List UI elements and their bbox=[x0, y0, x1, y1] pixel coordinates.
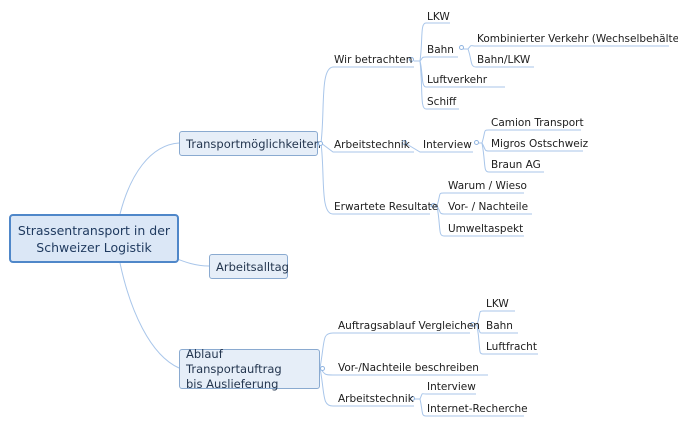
collapse-toggle-icon[interactable] bbox=[459, 45, 464, 50]
topic-migros-ostschweiz[interactable]: Migros Ostschweiz bbox=[491, 138, 589, 150]
topic-internet-recherche[interactable]: Internet-Recherche bbox=[427, 403, 528, 415]
topic-lkw[interactable]: LKW bbox=[427, 11, 450, 23]
edge-transport-resultate bbox=[320, 142, 430, 215]
topic-vor-nachteile-beschreiben[interactable]: Vor-/Nachteile beschreiben bbox=[338, 362, 479, 374]
root-title-line-1: Strassentransport in der bbox=[17, 222, 171, 238]
topic-ablauf-interview[interactable]: Interview bbox=[427, 381, 476, 393]
topic-luftfracht[interactable]: Luftfracht bbox=[486, 341, 537, 353]
root-topic[interactable]: Strassentransport in der Schweizer Logis… bbox=[9, 214, 179, 263]
topic-ablauf-arbeitstechnik[interactable]: Arbeitstechnik bbox=[338, 393, 414, 405]
edge-root-transport bbox=[119, 142, 180, 215]
topic-transportmoeglichkeiten-label: Transportmöglichkeiten bbox=[186, 136, 321, 151]
topic-ablauf-lkw[interactable]: LKW bbox=[486, 298, 509, 310]
topic-umweltaspekt[interactable]: Umweltaspekt bbox=[448, 223, 524, 235]
topic-erwartete-resultate[interactable]: Erwartete Resultate bbox=[334, 201, 439, 213]
topic-camion-transport[interactable]: Camion Transport bbox=[491, 117, 584, 129]
topic-arbeitsalltag-label: Arbeitsalltag bbox=[216, 259, 289, 274]
collapse-toggle-icon[interactable] bbox=[402, 140, 407, 145]
topic-vor-nachteile[interactable]: Vor- / Nachteile bbox=[448, 201, 529, 213]
edge-root-ablauf bbox=[119, 262, 180, 369]
collapse-toggle-icon[interactable] bbox=[320, 366, 325, 371]
topic-interview[interactable]: Interview bbox=[423, 139, 472, 151]
topic-luftverkehr[interactable]: Luftverkehr bbox=[427, 74, 488, 86]
topic-schiff[interactable]: Schiff bbox=[427, 96, 457, 108]
topic-braun-ag[interactable]: Braun AG bbox=[491, 159, 541, 171]
topic-ablauf-line-2: bis Auslieferung bbox=[186, 376, 279, 391]
collapse-toggle-icon[interactable] bbox=[470, 322, 475, 327]
collapse-toggle-icon[interactable] bbox=[410, 396, 415, 401]
collapse-toggle-icon[interactable] bbox=[431, 203, 436, 208]
edge-transport-wir bbox=[320, 66, 414, 144]
edge-transport-arbeitstechnik bbox=[320, 142, 414, 153]
topic-kombinierter-verkehr[interactable]: Kombinierter Verkehr (Wechselbehälter) bbox=[477, 33, 678, 45]
topic-ablauf-transportauftrag[interactable]: Ablauf Transportauftrag bis Auslieferung bbox=[179, 346, 320, 391]
topic-arbeitsalltag[interactable]: Arbeitsalltag bbox=[209, 254, 289, 279]
topic-ablauf-bahn[interactable]: Bahn bbox=[486, 320, 513, 332]
collapse-toggle-icon[interactable] bbox=[409, 57, 414, 62]
topic-arbeitstechnik[interactable]: Arbeitstechnik bbox=[334, 139, 410, 151]
topic-wir-betrachten[interactable]: Wir betrachten bbox=[334, 54, 413, 66]
topic-ablauf-line-1: Ablauf Transportauftrag bbox=[186, 346, 282, 376]
collapse-toggle-icon[interactable] bbox=[318, 141, 323, 146]
topic-auftragsablauf-vergleichen[interactable]: Auftragsablauf Vergleichen bbox=[338, 320, 480, 332]
collapse-toggle-icon[interactable] bbox=[474, 140, 479, 145]
topic-bahn[interactable]: Bahn bbox=[427, 44, 454, 56]
topic-warum-wieso[interactable]: Warum / Wieso bbox=[448, 180, 527, 192]
topic-bahn-lkw[interactable]: Bahn/LKW bbox=[477, 54, 531, 66]
root-title-line-2: Schweizer Logistik bbox=[36, 239, 152, 255]
topic-transportmoeglichkeiten[interactable]: Transportmöglichkeiten bbox=[179, 131, 321, 156]
